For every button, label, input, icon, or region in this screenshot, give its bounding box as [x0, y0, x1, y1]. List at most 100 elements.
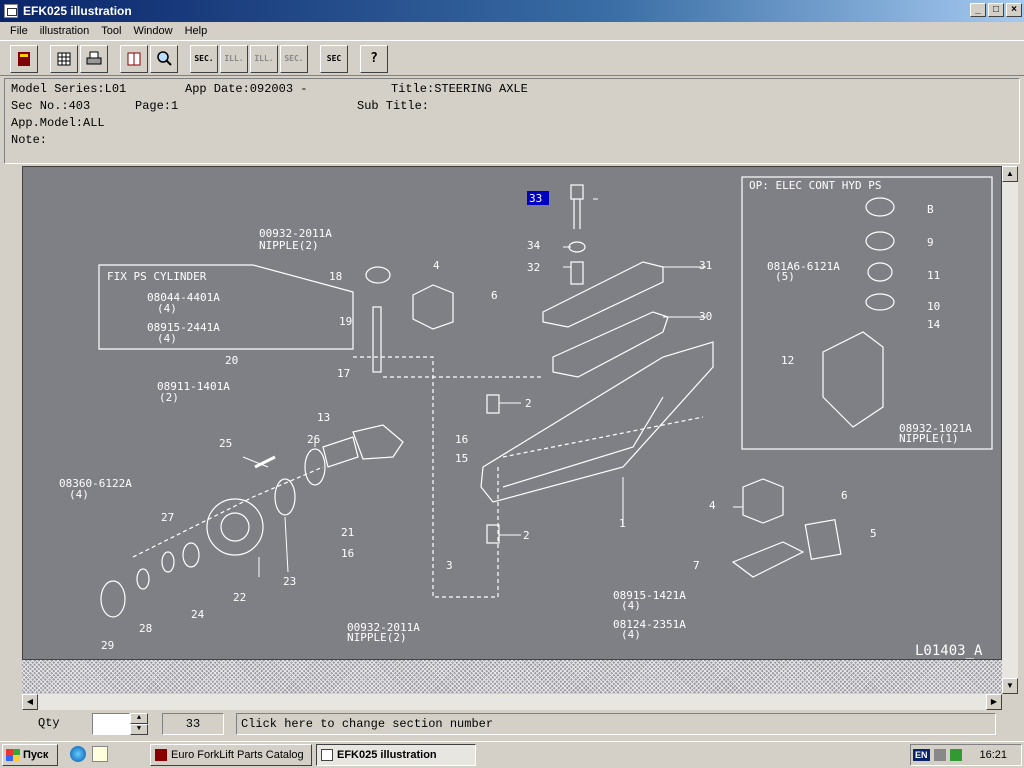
- volume-icon[interactable]: [949, 749, 962, 761]
- grid-icon[interactable]: [50, 44, 78, 73]
- ref-34[interactable]: 34: [527, 239, 541, 252]
- bolt-08044-number[interactable]: 08044-4401A: [147, 291, 220, 304]
- menu-tool[interactable]: Tool: [101, 25, 122, 37]
- menu-help[interactable]: Help: [184, 25, 208, 37]
- knuckle-13: [352, 424, 404, 460]
- scroll-left-icon[interactable]: ◀: [22, 694, 38, 710]
- app-date: App Date:092003 -: [185, 82, 308, 96]
- next-ill-button[interactable]: ILL.: [250, 44, 278, 73]
- goto-sec-button[interactable]: SEC: [320, 44, 348, 73]
- ref-10[interactable]: 10: [927, 300, 940, 313]
- ref-27[interactable]: 27: [161, 511, 174, 524]
- ref-22[interactable]: 22: [233, 591, 246, 604]
- ref-1[interactable]: 1: [619, 517, 626, 530]
- ref-24[interactable]: 24: [191, 608, 205, 621]
- scroll-down-icon[interactable]: ▼: [1002, 678, 1018, 694]
- bolt-08360-number[interactable]: 08360-6122A: [59, 477, 132, 490]
- illustration-code: L01403_A: [915, 643, 983, 659]
- ref-17[interactable]: 17: [337, 367, 350, 380]
- ref-15[interactable]: 15: [455, 452, 468, 465]
- horizontal-scrollbar[interactable]: ◀ ▶: [22, 694, 1002, 710]
- prev-ill-button[interactable]: ILL.: [220, 44, 248, 73]
- restore-button[interactable]: □: [988, 3, 1004, 17]
- nut-08911-number[interactable]: 08911-1401A: [157, 380, 230, 393]
- ref-11[interactable]: 11: [927, 269, 940, 282]
- ref-23[interactable]: 23: [283, 575, 296, 588]
- lang-indicator[interactable]: EN: [913, 749, 930, 761]
- ref-29[interactable]: 29: [101, 639, 114, 652]
- qty-input[interactable]: [92, 713, 130, 735]
- qty-label: Qty: [38, 716, 60, 730]
- ref-18[interactable]: 18: [329, 270, 342, 283]
- ref-2a[interactable]: 2: [525, 397, 532, 410]
- ref-26[interactable]: 26: [307, 433, 320, 446]
- bolt-08124-number[interactable]: 08124-2351A: [613, 618, 686, 631]
- ref-3[interactable]: 3: [446, 559, 453, 572]
- ref-20[interactable]: 20: [225, 354, 238, 367]
- nipple-bottom-number[interactable]: 00932-2011A: [347, 621, 420, 634]
- ie-icon[interactable]: [70, 746, 86, 762]
- scroll-up-icon[interactable]: ▲: [1002, 166, 1018, 182]
- ref-5[interactable]: 5: [870, 527, 877, 540]
- close-button[interactable]: ×: [1006, 3, 1022, 17]
- print-icon[interactable]: [80, 44, 108, 73]
- prev-sec-label: SEC.: [194, 54, 214, 63]
- network-icon[interactable]: [933, 749, 946, 761]
- ref-13[interactable]: 13: [317, 411, 330, 424]
- ref-21[interactable]: 21: [341, 526, 354, 539]
- task-efk025[interactable]: EFK025 illustration: [316, 744, 476, 766]
- bolt-081a6-number[interactable]: 081A6-6121A: [767, 260, 840, 273]
- desktop-icon[interactable]: [92, 746, 108, 762]
- start-label: Пуск: [23, 749, 49, 761]
- ref-4a[interactable]: 4: [433, 259, 440, 272]
- ref-16b[interactable]: 16: [341, 547, 354, 560]
- search-icon[interactable]: [150, 44, 178, 73]
- inset-part-12: [822, 331, 884, 428]
- qty-spinner[interactable]: ▲ ▼: [130, 713, 148, 735]
- status-bar: Qty ▲ ▼ 33 Click here to change section …: [0, 711, 1024, 739]
- bearing-24: [182, 542, 200, 568]
- ref-b[interactable]: B: [927, 203, 934, 216]
- open-book-icon[interactable]: [120, 44, 148, 73]
- ref-4b[interactable]: 4: [709, 499, 716, 512]
- status-message[interactable]: Click here to change section number: [236, 713, 996, 735]
- scroll-right-icon[interactable]: ▶: [986, 694, 1002, 710]
- ref-30[interactable]: 30: [699, 310, 712, 323]
- next-sec-button[interactable]: SEC.: [280, 44, 308, 73]
- ref-33-selected[interactable]: 33: [529, 192, 542, 205]
- spin-up-icon[interactable]: ▲: [130, 713, 148, 724]
- ref-16a[interactable]: 16: [455, 433, 468, 446]
- ref-28[interactable]: 28: [139, 622, 152, 635]
- washer-08915-number[interactable]: 08915-2441A: [147, 321, 220, 334]
- book-icon[interactable]: [10, 44, 38, 73]
- ref-6b[interactable]: 6: [841, 489, 848, 502]
- task-parts-catalog[interactable]: Euro ForkLift Parts Catalog: [150, 744, 312, 766]
- prev-sec-button[interactable]: SEC.: [190, 44, 218, 73]
- menu-window[interactable]: Window: [133, 25, 173, 37]
- ref-12[interactable]: 12: [781, 354, 794, 367]
- minimize-button[interactable]: _: [970, 3, 986, 17]
- ref-31[interactable]: 31: [699, 259, 712, 272]
- nipple-top-number[interactable]: 00932-2011A: [259, 227, 332, 240]
- illustration-canvas[interactable]: 33 1 2 2 3 4 4 5 6 6 7 13 15 16 16 17 18…: [22, 166, 1002, 660]
- ref-2b[interactable]: 2: [523, 529, 530, 542]
- section-number-field[interactable]: 33: [162, 713, 224, 735]
- ref-19[interactable]: 19: [339, 315, 352, 328]
- ref-25[interactable]: 25: [219, 437, 232, 450]
- ref-14[interactable]: 14: [927, 318, 941, 331]
- prev-ill-label: ILL.: [224, 54, 244, 63]
- nut-27: [161, 551, 175, 573]
- nipple-inset-number[interactable]: 08932-1021A: [899, 422, 972, 435]
- help-icon[interactable]: ?: [360, 44, 388, 73]
- vertical-scrollbar[interactable]: ▲ ▼: [1002, 166, 1018, 694]
- start-button[interactable]: Пуск: [2, 744, 58, 766]
- menu-file[interactable]: File: [10, 25, 28, 37]
- spacer-2b: [486, 524, 500, 544]
- menu-illustration[interactable]: illustration: [39, 25, 90, 37]
- spin-down-icon[interactable]: ▼: [130, 724, 148, 735]
- ref-32[interactable]: 32: [527, 261, 540, 274]
- washer-08915-1421-number[interactable]: 08915-1421A: [613, 589, 686, 602]
- ref-9[interactable]: 9: [927, 236, 934, 249]
- ref-7[interactable]: 7: [693, 559, 700, 572]
- ref-6a[interactable]: 6: [491, 289, 498, 302]
